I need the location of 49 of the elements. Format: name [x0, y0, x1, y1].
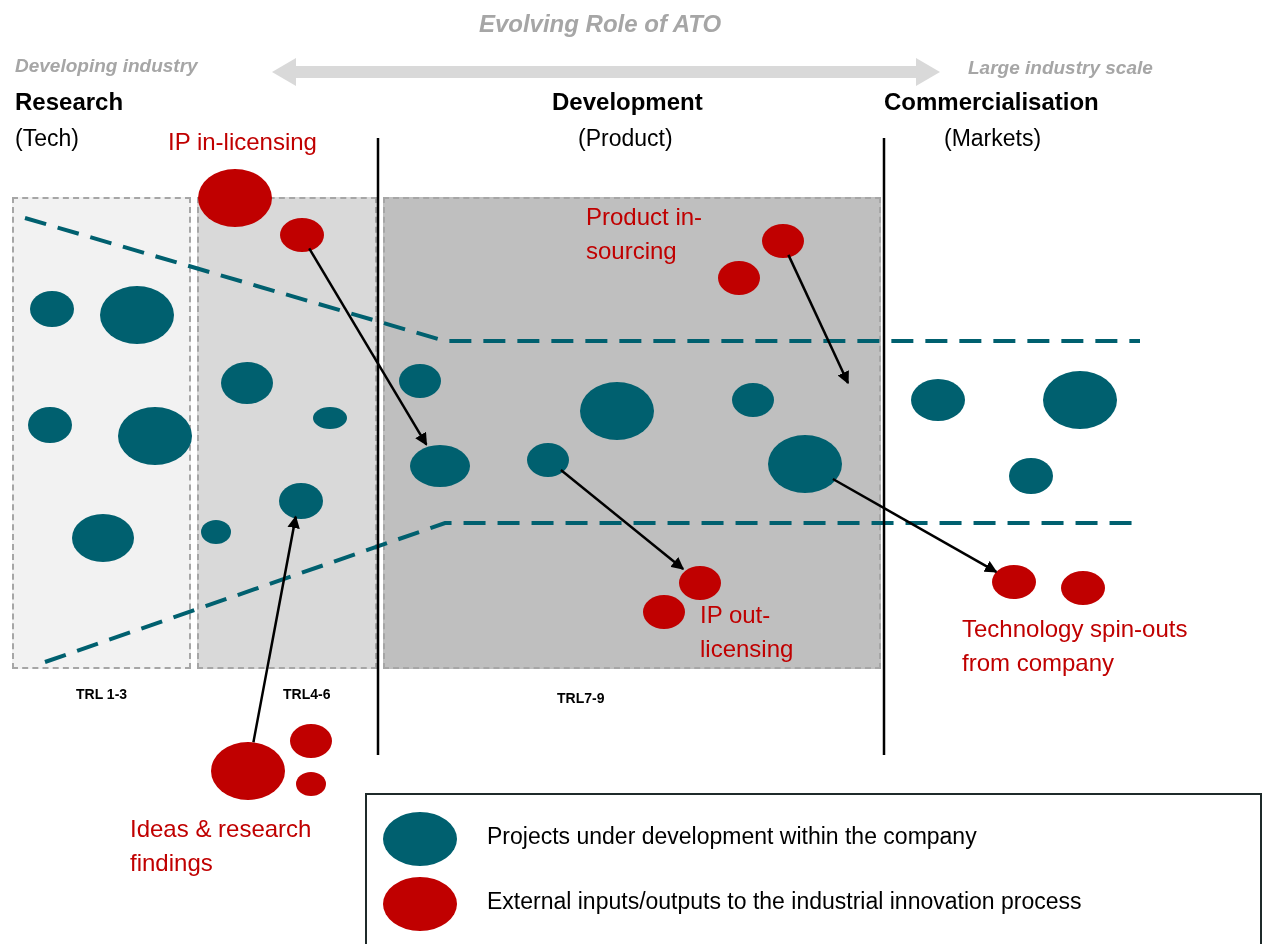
stage-heading: Research — [15, 88, 124, 116]
external-input-circle — [1061, 571, 1105, 605]
project-circle — [30, 291, 74, 327]
stage-subheading: (Product) — [578, 125, 673, 152]
arrow — [560, 469, 685, 570]
scale-label: Large industry scale — [968, 57, 1153, 79]
stage-heading: Commercialisation — [884, 88, 1099, 116]
scale-label: Developing industry — [15, 55, 198, 77]
arrow — [308, 247, 428, 446]
external-input-circle — [643, 595, 685, 629]
legend-text: External inputs/outputs to the industrial innovation process — [487, 888, 1082, 915]
external-input-circle — [762, 224, 804, 258]
stage-subheading: (Tech) — [15, 125, 79, 152]
zone-label: TRL7-9 — [557, 690, 605, 706]
project-circle — [279, 483, 323, 519]
external-input-circle — [280, 218, 324, 252]
zone-label: TRL 1-3 — [76, 686, 128, 702]
project-circle — [118, 407, 192, 465]
project-circle — [732, 383, 774, 417]
external-input-circle — [679, 566, 721, 600]
project-circle — [527, 443, 569, 477]
callout-label: IP out-licensing — [700, 600, 795, 664]
project-circle — [410, 445, 470, 487]
stage-heading: Development — [552, 88, 703, 116]
project-circle — [313, 407, 347, 429]
title: Evolving Role of ATO — [477, 10, 723, 38]
project-circle — [221, 362, 273, 404]
zone-label: TRL4-6 — [283, 686, 331, 702]
project-circle — [72, 514, 134, 562]
callout-label: Ideas & research findings — [130, 814, 313, 878]
project-circle — [768, 435, 842, 493]
callout-label: IP in-licensing — [168, 127, 318, 157]
callout-label: Product in-sourcing — [586, 202, 704, 266]
stage-subheading: (Markets) — [944, 125, 1042, 152]
legend-text: Projects under development within the company — [487, 823, 977, 850]
external-input-circle — [718, 261, 760, 295]
project-circle — [399, 364, 441, 398]
external-input-circle — [992, 565, 1036, 599]
project-circle — [911, 379, 965, 421]
project-circle — [1009, 458, 1053, 494]
arrow — [787, 254, 850, 385]
project-circle — [28, 407, 72, 443]
project-circle — [201, 520, 231, 544]
callout-label: Technology spin-outs from company — [962, 614, 1189, 678]
arrow — [252, 515, 300, 743]
external-input-circle — [296, 772, 326, 796]
external-input-circle — [198, 169, 272, 227]
arrow — [832, 477, 998, 573]
external-input-circle — [290, 724, 332, 758]
